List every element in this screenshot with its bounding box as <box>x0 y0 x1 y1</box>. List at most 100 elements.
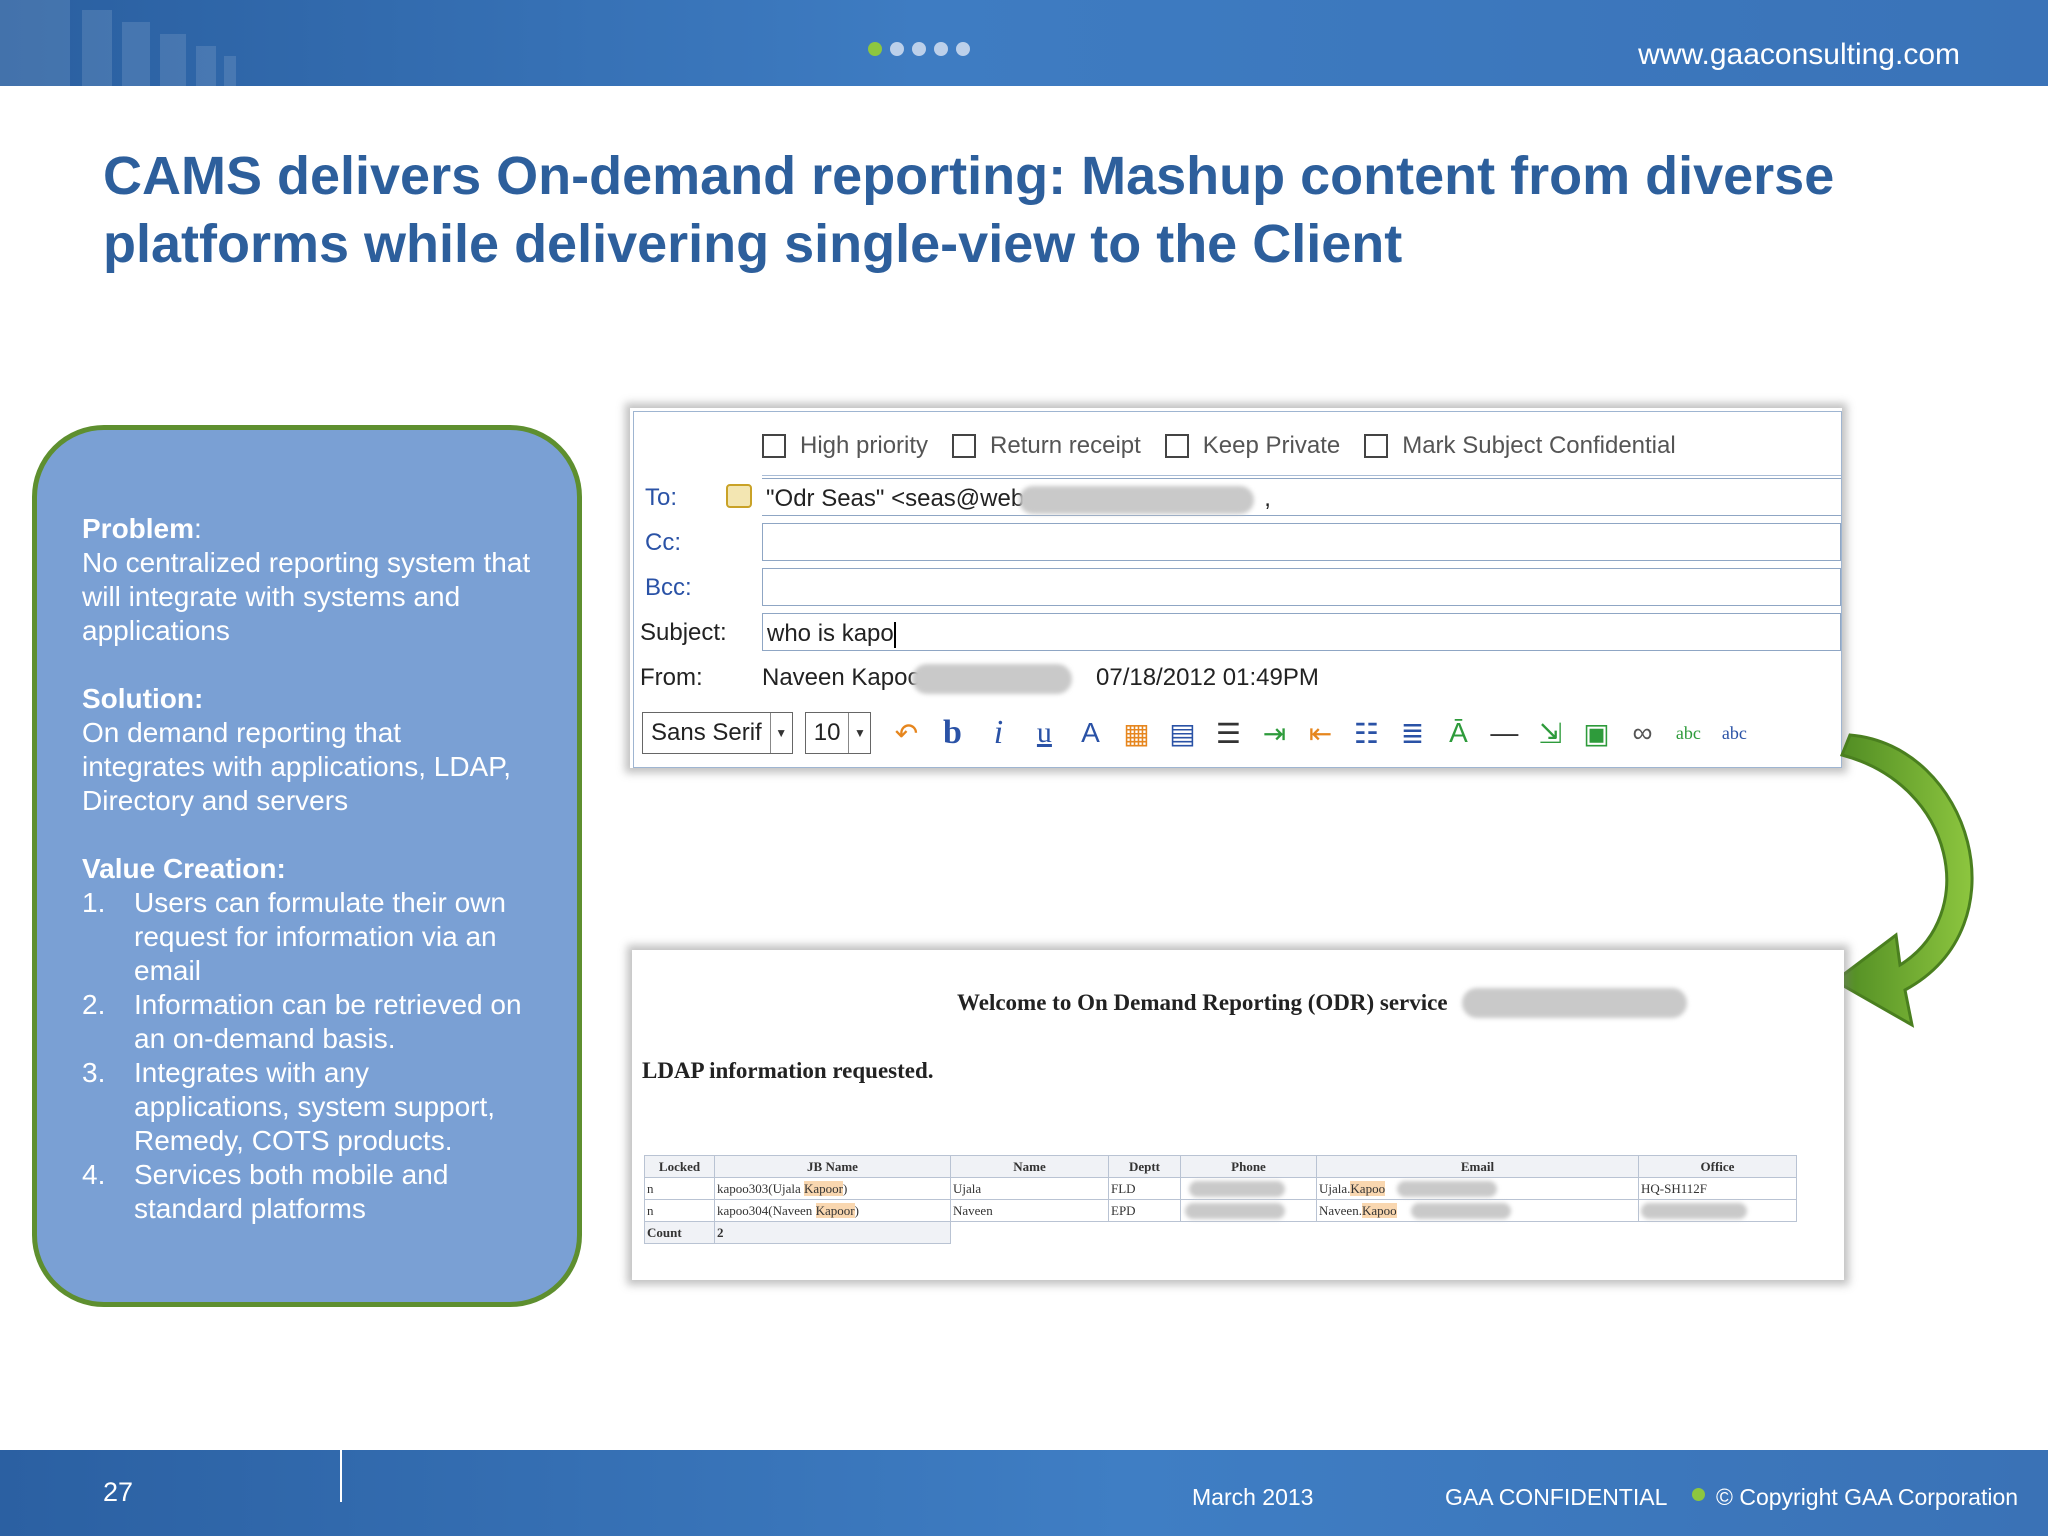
image-icon[interactable]: ▣ <box>1583 717 1610 749</box>
slide-title: CAMS delivers On-demand reporting: Mashu… <box>103 146 1835 274</box>
checkbox[interactable] <box>1364 434 1389 458</box>
to-field[interactable]: "Odr Seas" <seas@web, <box>762 478 1841 516</box>
column-header: Phone <box>1180 1155 1317 1178</box>
footer-date: March 2013 <box>1192 1484 1314 1510</box>
solution-heading: Solution: <box>82 683 204 714</box>
redacted-blur <box>1462 988 1687 1018</box>
problem-solution-box: Problem: No centralized reporting system… <box>32 425 582 1307</box>
redacted-blur <box>912 664 1072 694</box>
table-header-row: Locked JB Name Name Deptt Phone Email Of… <box>644 1155 1797 1178</box>
header-band: www.gaaconsulting.com <box>0 0 2048 86</box>
bcc-label[interactable]: Bcc: <box>645 574 692 601</box>
email-compose-screenshot: High priority Return receipt Keep Privat… <box>630 408 1842 768</box>
from-label: From: <box>640 664 703 691</box>
cc-label[interactable]: Cc: <box>645 529 681 556</box>
footer-dot <box>1692 1488 1705 1501</box>
horizontal-rule-icon[interactable]: — <box>1490 717 1519 748</box>
text-caret <box>893 621 896 648</box>
value-list-item: 4.Services both mobile and standard plat… <box>82 1159 449 1224</box>
column-header: Email <box>1316 1155 1639 1178</box>
spellcheck-options-icon[interactable]: abc <box>1721 722 1747 743</box>
subject-row: Subject: who is kapo <box>634 613 1841 653</box>
chevron-down-icon[interactable]: ▼ <box>848 713 870 753</box>
footer-confidential: GAA CONFIDENTIAL <box>1445 1484 1668 1510</box>
from-row: From: Naveen Kapoo 07/18/2012 01:49PM <box>634 658 1841 698</box>
bold-icon[interactable]: b <box>942 714 962 751</box>
slide-progress-dots <box>868 42 970 56</box>
solution-section: Solution: On demand reporting that integ… <box>82 682 531 818</box>
chevron-down-icon[interactable]: ▼ <box>769 713 792 753</box>
insert-icon[interactable]: ⇲ <box>1538 717 1563 749</box>
curved-arrow-icon <box>1832 733 1974 1028</box>
decor-bar <box>122 22 150 86</box>
checkbox[interactable] <box>1164 434 1189 458</box>
to-row: To: "Odr Seas" <seas@web, <box>634 478 1841 518</box>
italic-icon[interactable]: i <box>993 714 1004 751</box>
spellcheck-icon[interactable]: abc <box>1675 722 1701 743</box>
footer-band: 27 March 2013 GAA CONFIDENTIAL © Copyrig… <box>0 1450 2048 1536</box>
progress-dot <box>934 42 948 56</box>
link-icon[interactable]: ∞ <box>1632 717 1653 748</box>
column-header: Office <box>1638 1155 1797 1178</box>
email-compose-form: High priority Return receipt Keep Privat… <box>633 411 1842 768</box>
progress-dot <box>912 42 926 56</box>
font-size-select[interactable]: 10▼ <box>804 712 872 754</box>
value-list-item: 3.Integrates with any applications, syst… <box>82 1057 496 1156</box>
undo-icon[interactable]: ↶ <box>894 717 919 749</box>
underline-icon[interactable]: u <box>1036 716 1052 749</box>
problem-text: No centralized reporting system that wil… <box>82 547 531 646</box>
to-label[interactable]: To: <box>645 484 678 511</box>
option-keep-private[interactable]: Keep Private <box>1164 432 1340 460</box>
column-header: Name <box>950 1155 1109 1178</box>
bcc-field[interactable] <box>762 568 1841 606</box>
font-size-icon[interactable]: Ā <box>1449 717 1468 748</box>
subject-label: Subject: <box>640 619 727 646</box>
value-heading: Value Creation: <box>82 853 286 884</box>
cc-field[interactable] <box>762 523 1841 561</box>
table-icon[interactable]: ▤ <box>1169 717 1196 749</box>
cc-row: Cc: <box>634 523 1841 563</box>
redacted-blur <box>1185 1203 1285 1219</box>
outdent-icon[interactable]: ⇤ <box>1308 717 1333 749</box>
subject-field[interactable]: who is kapo <box>762 613 1841 651</box>
checkbox[interactable] <box>762 434 786 458</box>
progress-dot <box>890 42 904 56</box>
page-number: 27 <box>103 1477 134 1507</box>
bullet-list-icon[interactable]: ☷ <box>1353 717 1379 749</box>
problem-heading: Problem <box>82 513 195 544</box>
odr-result-screenshot: Welcome to On Demand Reporting (ODR) ser… <box>632 950 1844 1280</box>
checkbox[interactable] <box>952 434 977 458</box>
option-high-priority[interactable]: High priority <box>762 432 928 460</box>
align-icon[interactable]: ☰ <box>1215 717 1241 749</box>
ldap-results-table: Locked JB Name Name Deptt Phone Email Of… <box>644 1155 1797 1244</box>
option-return-receipt[interactable]: Return receipt <box>952 432 1141 460</box>
address-book-icon[interactable] <box>726 484 752 508</box>
welcome-heading: Welcome to On Demand Reporting (ODR) ser… <box>957 990 1448 1015</box>
table-row: n kapoo304(Naveen Kapoor) Naveen EPD Nav… <box>644 1199 1797 1222</box>
numbered-list-icon[interactable]: ≣ <box>1400 717 1425 749</box>
redacted-blur <box>1411 1203 1511 1219</box>
website-url[interactable]: www.gaaconsulting.com <box>1638 38 1960 71</box>
indent-icon[interactable]: ⇥ <box>1262 717 1287 749</box>
solution-text: On demand reporting that integrates with… <box>82 717 512 816</box>
from-date: 07/18/2012 01:49PM <box>1096 664 1319 691</box>
count-label: Count <box>644 1221 715 1244</box>
redacted-blur <box>1019 486 1254 514</box>
insert-table-icon[interactable]: ▦ <box>1123 717 1150 749</box>
column-header: Locked <box>644 1155 715 1178</box>
value-list-item: 2.Information can be retrieved on an on-… <box>82 989 522 1054</box>
decor-bar <box>196 46 216 86</box>
redacted-blur <box>1397 1181 1497 1197</box>
decor-bar <box>82 10 112 86</box>
progress-dot <box>956 42 970 56</box>
redacted-blur <box>1641 1203 1747 1219</box>
email-options: High priority Return receipt Keep Privat… <box>762 432 1700 460</box>
value-section: Value Creation: 1.Users can formulate th… <box>82 852 531 1226</box>
option-mark-confidential[interactable]: Mark Subject Confidential <box>1364 432 1676 460</box>
text-color-icon[interactable]: A <box>1081 717 1100 748</box>
font-family-select[interactable]: Sans Serif▼ <box>642 712 793 754</box>
problem-section: Problem: No centralized reporting system… <box>82 513 531 646</box>
bcc-row: Bcc: <box>634 568 1841 608</box>
ldap-heading: LDAP information requested. <box>642 1058 934 1083</box>
decor-bar <box>160 34 186 86</box>
